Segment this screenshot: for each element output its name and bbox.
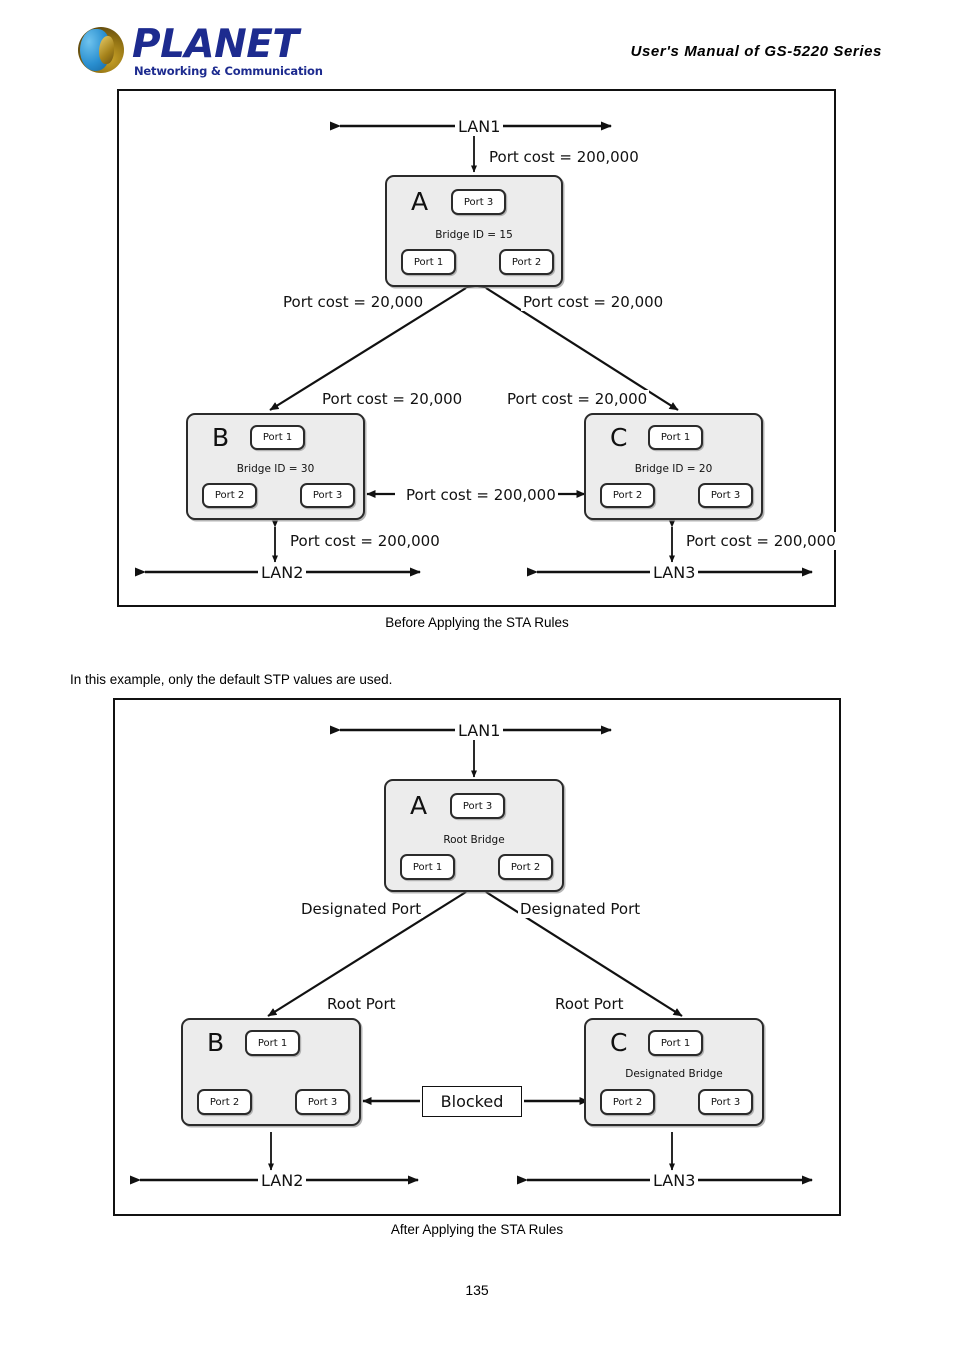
figure1-cost-b-lan2: Port cost = 200,000	[288, 532, 442, 550]
figure2-bridge-a-port-2: Port 2	[498, 854, 553, 880]
logo-tagline: Networking & Communication	[134, 64, 323, 78]
figure2-bridge-b-letter: B	[207, 1028, 225, 1057]
figure2-bridge-c: C Port 1 Designated Bridge Port 2 Port 3	[584, 1018, 764, 1126]
figure2-lan2-label: LAN2	[258, 1171, 307, 1190]
figure1-lan2-label: LAN2	[258, 563, 307, 582]
figure1-bridge-a-port-3: Port 3	[451, 189, 506, 215]
figure1-bridge-c-subtitle: Bridge ID = 20	[634, 463, 713, 475]
figure1-bridge-b-subtitle: Bridge ID = 30	[236, 463, 315, 475]
manual-title: User's Manual of GS-5220 Series	[630, 43, 882, 60]
figure2-bridge-c-port-2: Port 2	[600, 1089, 655, 1115]
globe-icon	[78, 27, 124, 73]
figure1-bridge-a-letter: A	[411, 187, 429, 216]
figure2-bridge-c-subtitle: Designated Bridge	[625, 1068, 723, 1080]
figure1-lan3-label: LAN3	[650, 563, 699, 582]
planet-logo: PLANET Networking & Communication	[78, 25, 323, 78]
figure2-lan3-label: LAN3	[650, 1171, 699, 1190]
figure1-cost-a-right-upper: Port cost = 20,000	[521, 293, 666, 311]
figure2-bridge-b: B Port 1 Port 2 Port 3	[181, 1018, 361, 1126]
figure1-bridge-c-port-2: Port 2	[600, 483, 655, 508]
figure2-bridge-b-port-3: Port 3	[295, 1089, 350, 1115]
figure1-bridge-b-port-3: Port 3	[300, 483, 355, 508]
figure-2-caption: After Applying the STA Rules	[390, 1222, 564, 1237]
page-number: 135	[465, 1282, 489, 1298]
figure1-bridge-c-port-1: Port 1	[648, 425, 703, 450]
figure1-bridge-c-port-3: Port 3	[698, 483, 753, 508]
figure1-cost-b-upper: Port cost = 20,000	[320, 390, 465, 408]
figure2-bridge-a-letter: A	[410, 791, 428, 820]
figure1-lan1-label: LAN1	[455, 117, 504, 136]
figure1-cost-b-c: Port cost = 200,000	[404, 486, 558, 504]
page-header: PLANET Networking & Communication User's…	[0, 0, 954, 88]
figure1-bridge-a-port-2: Port 2	[499, 249, 554, 275]
figure1-bridge-b-letter: B	[212, 423, 230, 452]
figure1-cost-c-upper: Port cost = 20,000	[505, 390, 650, 408]
figure2-bridge-b-port-2: Port 2	[197, 1089, 252, 1115]
figure2-root-port-left: Root Port	[325, 995, 398, 1013]
figure2-bridge-a-port-3: Port 3	[450, 793, 505, 819]
figure2-root-port-right: Root Port	[553, 995, 626, 1013]
figure1-cost-a-left-upper: Port cost = 20,000	[281, 293, 426, 311]
figure2-blocked-box: Blocked	[422, 1086, 522, 1117]
figure2-bridge-c-port-1: Port 1	[648, 1030, 703, 1056]
figure2-bridge-c-letter: C	[610, 1028, 628, 1057]
figure2-bridge-b-port-1: Port 1	[245, 1030, 300, 1056]
figure2-bridge-a-subtitle: Root Bridge	[443, 834, 505, 846]
figure1-bridge-a-port-1: Port 1	[401, 249, 456, 275]
figure1-bridge-a: A Port 3 Bridge ID = 15 Port 1 Port 2	[385, 175, 563, 287]
figure1-bridge-b-port-1: Port 1	[250, 425, 305, 450]
figure2-bridge-c-port-3: Port 3	[698, 1089, 753, 1115]
figure1-bridge-c: C Port 1 Bridge ID = 20 Port 2 Port 3	[584, 413, 763, 520]
figure1-bridge-c-letter: C	[610, 423, 628, 452]
figure2-designated-port-right: Designated Port	[518, 900, 643, 918]
figure1-bridge-a-subtitle: Bridge ID = 15	[435, 229, 513, 241]
figure2-designated-port-left: Designated Port	[299, 900, 424, 918]
figure1-bridge-b: B Port 1 Bridge ID = 30 Port 2 Port 3	[186, 413, 365, 520]
body-note: In this example, only the default STP va…	[70, 672, 393, 687]
figure1-cost-c-lan3: Port cost = 200,000	[684, 532, 838, 550]
figure2-lan1-label: LAN1	[455, 721, 504, 740]
figure2-bridge-a: A Port 3 Root Bridge Port 1 Port 2	[384, 779, 564, 892]
logo-wordmark: PLANET	[132, 22, 299, 67]
figure1-cost-lan1-a: Port cost = 200,000	[487, 148, 641, 166]
figure2-bridge-a-port-1: Port 1	[400, 854, 455, 880]
figure-1-caption: Before Applying the STA Rules	[385, 615, 569, 630]
figure1-bridge-b-port-2: Port 2	[202, 483, 257, 508]
